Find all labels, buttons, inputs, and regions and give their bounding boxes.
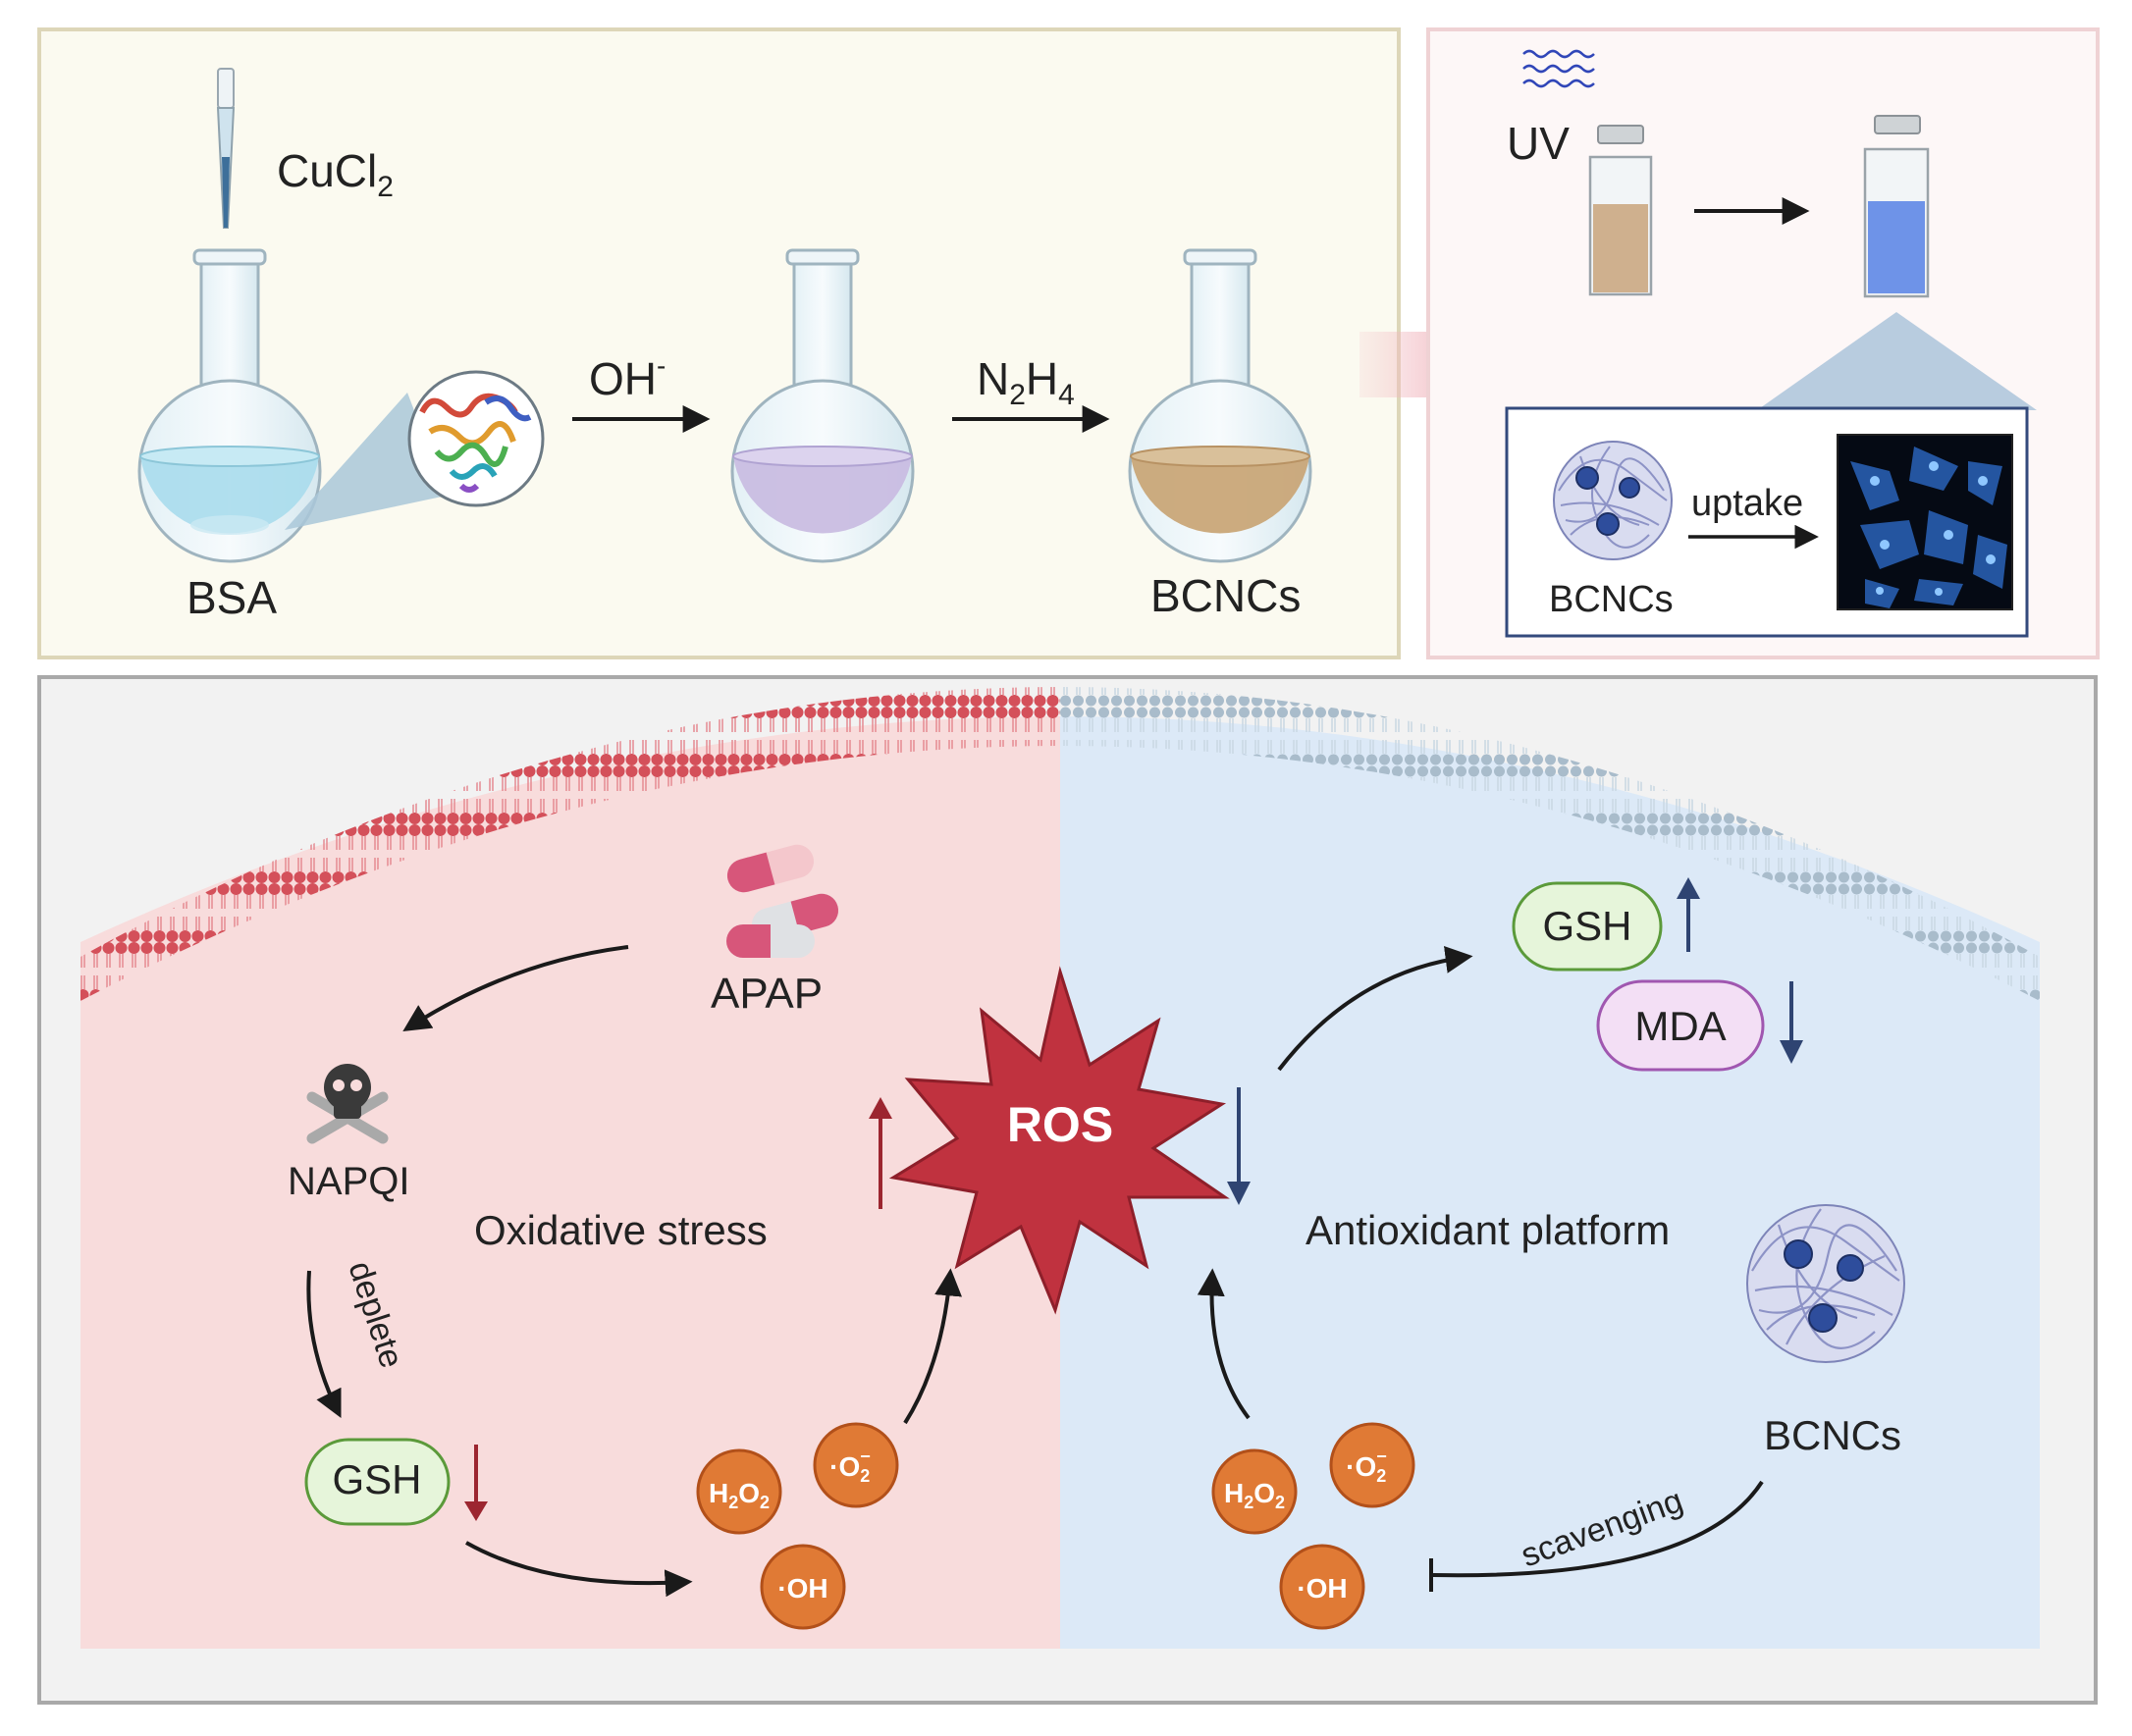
deplete-arrow: [306, 1270, 342, 1419]
ros-to-gsh-arrow: [1277, 946, 1473, 1072]
svg-text:H2O2: H2O2: [1224, 1478, 1285, 1512]
mda-label: MDA: [1634, 1003, 1726, 1049]
species-to-ros-arrow-right: [1197, 1268, 1251, 1420]
gsh-to-ros-arrow: [465, 1541, 693, 1598]
skull-crossbones-icon: [306, 1064, 389, 1144]
ros-down-arrowhead: [1227, 1182, 1251, 1205]
svg-text:·O2−: ·O2−: [1346, 1447, 1387, 1486]
bcncs-label-bottom: BCNCs: [1764, 1412, 1901, 1458]
fluorescence-cells-image: [1837, 434, 2013, 610]
cell-membrane: [80, 687, 2040, 1001]
gsh-label-left: GSH: [332, 1456, 421, 1502]
synthesis-panel: CuCl2 BSA OH-: [37, 27, 1401, 659]
gsh-down-arrowhead-left: [464, 1501, 488, 1521]
gsh-pill-right: [1512, 881, 1663, 972]
inset-bcncs-label: BCNCs: [1549, 579, 1674, 620]
product-label-bcncs: BCNCs: [1150, 570, 1301, 621]
flask-bsa: [137, 248, 322, 563]
apap-label: APAP: [711, 970, 823, 1018]
apap-pills-icon: [726, 844, 839, 958]
zoom-wedge: [285, 393, 447, 530]
mda-pill: [1596, 979, 1765, 1072]
ros-burst-icon: ROS: [888, 966, 1230, 1315]
cuvette-before: [1588, 125, 1653, 296]
bcncs-particle-icon: [1553, 441, 1673, 560]
left-title: Oxidative stress: [474, 1207, 768, 1253]
flask-intermediate: [730, 248, 915, 563]
ros-species-right: H2O2 ·O2− ·OH: [1211, 1422, 1415, 1630]
antioxidant-region: [1060, 716, 2040, 1649]
ros-species-left: H2O2 ·O2− ·OH: [696, 1422, 899, 1630]
bcncs-nanocluster-icon: [1746, 1204, 1905, 1363]
mechanism-panel: APAP NAPQI deplete GSH Oxidative stress …: [37, 675, 2098, 1705]
gsh-label-right: GSH: [1542, 903, 1631, 949]
uptake-label: uptake: [1691, 483, 1803, 524]
uv-label: UV: [1507, 118, 1570, 169]
gsh-up-arrowhead-right: [1677, 877, 1700, 899]
scavenging-inhibit-line: [1432, 1480, 1764, 1578]
svg-text:·O2−: ·O2−: [829, 1447, 871, 1486]
uv-waves-icon: [1522, 49, 1595, 88]
species-to-ros-arrow-left: [903, 1268, 963, 1425]
reagent-cucl2: CuCl2: [277, 145, 394, 203]
cuvette-zoom-wedge: [1757, 312, 2037, 410]
step-1-label: OH-: [589, 350, 666, 404]
ros-up-arrowhead: [869, 1097, 892, 1119]
protein-structure-icon: [407, 370, 545, 507]
gsh-pill-left: [304, 1438, 451, 1526]
pipette-icon: [216, 68, 236, 229]
mda-down-arrowhead: [1780, 1040, 1803, 1064]
flask-bcncs: [1128, 248, 1312, 563]
start-label-bsa: BSA: [187, 572, 277, 623]
ros-label: ROS: [1007, 1097, 1113, 1152]
imaging-panel: UV: [1426, 27, 2100, 659]
step-2-label: N2H4: [977, 353, 1075, 411]
cuvette-after: [1863, 115, 1930, 298]
svg-text:·OH: ·OH: [1297, 1573, 1347, 1604]
right-title: Antioxidant platform: [1306, 1207, 1670, 1253]
svg-text:·OH: ·OH: [777, 1573, 827, 1604]
svg-text:H2O2: H2O2: [709, 1478, 770, 1512]
napqi-label: NAPQI: [288, 1160, 409, 1203]
apap-to-napqi-arrow: [402, 945, 629, 1032]
